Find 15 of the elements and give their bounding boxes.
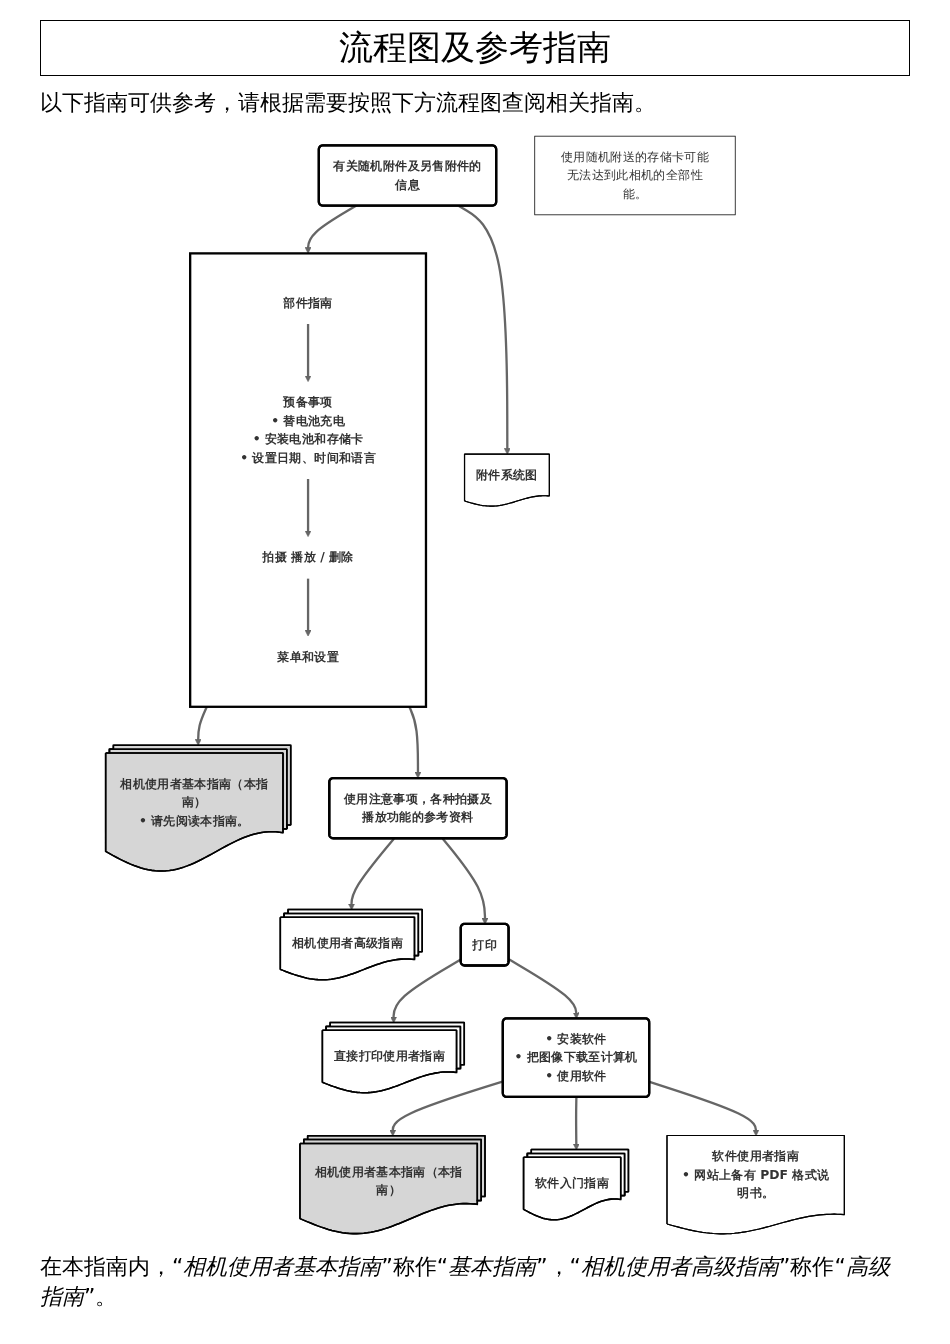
node-box: 使用随机附送的存储卡可能无法达到此相机的全部性能。	[534, 135, 736, 216]
arrow	[304, 323, 312, 383]
cluster	[189, 252, 428, 708]
title: 流程图及参考指南	[40, 20, 910, 76]
arrow	[304, 478, 312, 538]
node-text: 部件指南	[283, 295, 333, 311]
node-text: 拍摄 播放 / 删除	[262, 549, 354, 565]
arrow	[408, 706, 422, 779]
node-text: 预备事项 • 替电池充电 • 安装电池和存储卡 • 设置日期、时间和语言	[240, 394, 376, 466]
note-text: 在本指南内，“相机使用者基本指南”称作“基本指南”，“相机使用者高级指南”称作“高级指南”。	[40, 1253, 892, 1311]
intro-text: 以下指南可供参考，请根据需要按照下方流程图查阅相关指南。	[40, 89, 657, 117]
arrow	[508, 958, 580, 1019]
node-text: 菜单和设置	[277, 649, 339, 664]
arrow	[194, 706, 208, 746]
arrow	[304, 578, 312, 637]
